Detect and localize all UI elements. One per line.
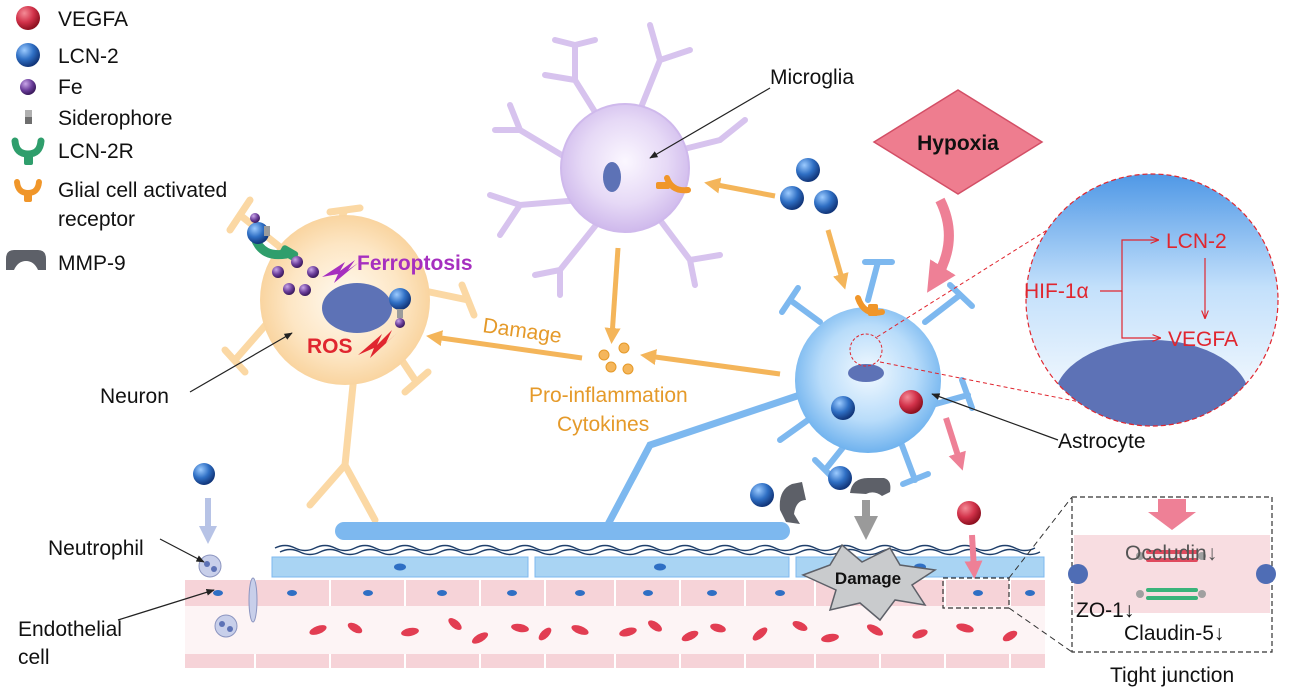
legend-label-glial: Glial cell activated (58, 179, 227, 202)
pink-arrow-bbb (964, 534, 983, 579)
purple-sphere-icon (283, 283, 295, 295)
legend-label-lcn2: LCN-2 (58, 45, 119, 68)
siderophore-icon (25, 110, 32, 124)
red-blood-cells (309, 618, 1018, 644)
lcn2-cluster (780, 158, 838, 214)
legend-label-vegfa: VEGFA (58, 8, 128, 31)
lcn2-zoom-label: LCN-2 (1166, 230, 1227, 253)
microglia-cell (487, 22, 748, 298)
arrow-damage-to-neuron (426, 330, 583, 361)
blue-sphere-icon (780, 186, 804, 210)
astrocyte-pointer (931, 393, 1059, 441)
cytokines-label-line2: Cytokines (557, 413, 649, 436)
purple-sphere-icon (307, 266, 319, 278)
legend-label-glial-line2: receptor (58, 208, 135, 231)
blue-sphere-icon (193, 463, 215, 485)
blue-sphere-icon (831, 396, 855, 420)
ros-label: ROS (307, 335, 353, 358)
tj-zoom-lines (1008, 496, 1073, 653)
legend-label-lcn2r: LCN-2R (58, 140, 134, 163)
glial-receptor-icon (14, 179, 42, 202)
cytokines-label-line1: Pro-inflammation (529, 384, 688, 407)
blue-sphere-icon (16, 43, 40, 67)
hypoxia-badge: Hypoxia (872, 89, 1044, 195)
red-sphere-icon (16, 6, 40, 30)
hypoxia-label: Hypoxia (917, 132, 999, 155)
glial-receptor-icon (664, 175, 691, 194)
tj-source-box (942, 577, 1010, 609)
microglia-pointer (649, 87, 771, 159)
tight-junction-inset: Occludin↓ ZO-1↓ Claudin-5↓ (1068, 496, 1276, 653)
ros-bolt-icon (358, 330, 397, 358)
damage-bbb-label: Damage (835, 569, 901, 588)
blue-sphere-icon (814, 190, 838, 214)
pink-arrow-astro (943, 417, 966, 471)
astrocyte-cell (335, 259, 975, 540)
endothelial-pointer (117, 589, 215, 621)
purple-sphere-icon (272, 266, 284, 278)
neuron-cell (221, 196, 478, 524)
claudin-label: Claudin-5↓ (1124, 622, 1224, 645)
mmp9-icon (6, 250, 46, 270)
neuron-label: Neuron (100, 385, 169, 408)
blue-sphere-icon (389, 288, 411, 310)
neutrophil-label: Neutrophil (48, 537, 144, 560)
damage-arrow-label: Damage (481, 314, 563, 348)
damage-burst: Damage (801, 543, 938, 622)
neutrophil-pointer (159, 538, 205, 563)
zoom-circle: HIF-1α LCN-2 VEGFA (1024, 173, 1279, 427)
endothelial-label-line1: Endothelial (18, 618, 122, 641)
ferroptosis-bolt-icon (322, 260, 358, 283)
siderophore-icon (397, 309, 403, 318)
blue-sphere-icon (750, 483, 774, 507)
astrocyte-label: Astrocyte (1058, 430, 1146, 453)
microglia-label: Microglia (770, 66, 854, 89)
red-sphere-icon (957, 501, 981, 525)
hypoxia-arrow (927, 197, 956, 293)
purple-sphere-icon (299, 284, 311, 296)
mmp9-icon (779, 482, 806, 524)
neuron-pointer (189, 332, 293, 393)
legend-label-fe: Fe (58, 76, 83, 99)
arrow-lcn2-to-astrocyte (825, 229, 849, 290)
receptor-icon (11, 137, 45, 165)
cytokine-dots (598, 342, 634, 375)
neutrophil-cells (198, 554, 258, 638)
purple-sphere-icon (291, 256, 303, 268)
hif-label: HIF-1α (1024, 280, 1089, 303)
tj-pink-arrow (1148, 499, 1196, 530)
blood-vessel (185, 544, 1045, 668)
ferroptosis-label: Ferroptosis (357, 252, 473, 275)
blue-sphere-icon (247, 222, 269, 244)
mmp9-complexes (750, 466, 891, 524)
red-sphere-icon (899, 390, 923, 414)
glial-receptor-icon (855, 295, 885, 316)
purple-sphere-icon (250, 213, 260, 223)
neuron-nucleus (322, 283, 392, 333)
occludin-label: Occludin↓ (1125, 542, 1217, 565)
purple-sphere-icon (395, 318, 405, 328)
legend-label-siderophore: Siderophore (58, 107, 172, 130)
arrow-astrocyte-to-cytokines (640, 349, 781, 377)
mmp9-icon (850, 478, 891, 496)
siderophore-icon (264, 226, 270, 236)
endothelial-label-line2: cell (18, 646, 50, 669)
vegfa-zoom-label: VEGFA (1168, 328, 1238, 351)
legend: VEGFA LCN-2 Fe Siderophore LCN-2R Glial … (6, 6, 227, 275)
arrow-lcn2-to-microglia (704, 177, 776, 199)
blue-sphere-icon (828, 466, 852, 490)
purple-sphere-icon (20, 79, 36, 95)
blue-sphere-icon (796, 158, 820, 182)
tight-junction-label: Tight junction (1110, 664, 1234, 687)
orange-arrows (426, 177, 849, 377)
zo1-label: ZO-1↓ (1076, 599, 1134, 622)
arrow-microglia-to-cytokines (604, 247, 621, 344)
legend-label-mmp9: MMP-9 (58, 252, 126, 275)
